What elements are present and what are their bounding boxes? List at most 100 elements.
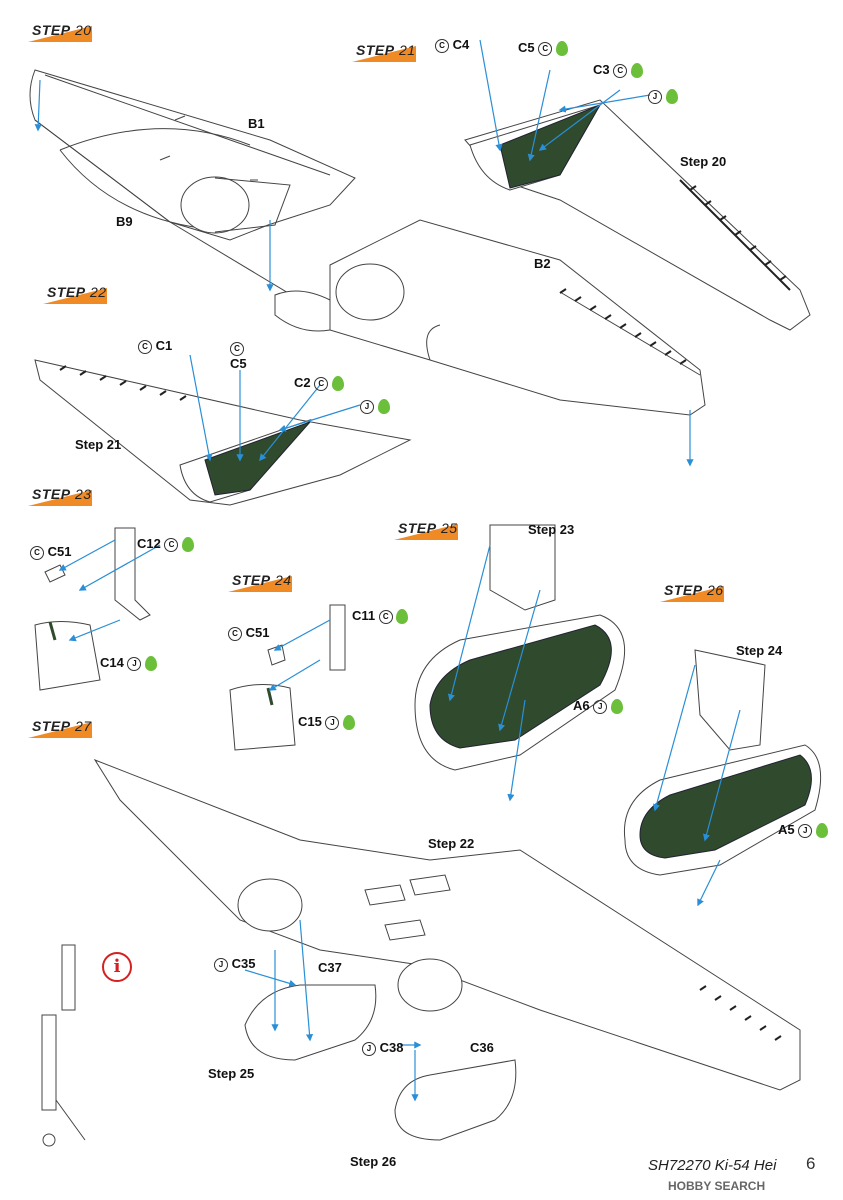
plastic-c-icon: C: [378, 609, 393, 624]
paint-j-icon: J: [127, 656, 142, 671]
paint-j-icon: J: [648, 89, 662, 104]
part-c51-step24: C C51: [228, 625, 269, 641]
ref-step-24: Step 24: [736, 643, 783, 658]
part-c11: C11 C: [352, 608, 409, 625]
ref-step-21: Step 21: [75, 437, 122, 452]
watermark: HOBBY SEARCH: [668, 1179, 766, 1193]
banner-text: STEP 24: [232, 572, 292, 588]
color-drop-icon: [343, 715, 356, 731]
part-a6-label: A6: [573, 698, 590, 713]
step20-wing: [29, 69, 356, 311]
color-drop-icon: [665, 89, 678, 105]
ref-step-23: Step 23: [528, 522, 575, 537]
step23-parts: [34, 527, 151, 691]
part-c36: C36: [470, 1040, 494, 1055]
landing-gear-detail: [41, 944, 86, 1147]
color-drop-icon: [610, 699, 623, 715]
part-a5: A5 J: [778, 822, 828, 839]
plastic-c-icon: C: [230, 341, 244, 356]
part-c5-step21: C5 C: [518, 40, 568, 57]
part-c1: C C1: [138, 338, 172, 354]
part-c35-label: C35: [231, 956, 256, 971]
part-c3: C3 C: [593, 62, 643, 79]
part-c51-label: C51: [47, 544, 72, 559]
color-drop-icon: [396, 609, 409, 625]
part-a5-label: A5: [778, 822, 795, 837]
part-c2-label: C2: [294, 375, 311, 390]
color-drop-icon: [331, 376, 344, 392]
step21-wing: [464, 99, 811, 331]
color-drop-icon: [377, 399, 390, 415]
part-c1-label: C1: [155, 338, 173, 353]
plastic-c-icon: C: [538, 41, 553, 56]
color-drop-icon: [182, 537, 195, 553]
step22-wing: [34, 359, 412, 506]
plastic-c-icon: C: [613, 63, 628, 78]
part-c38: J C38: [362, 1040, 403, 1056]
color-drop-icon: [145, 656, 158, 672]
banner-text: STEP 26: [664, 582, 724, 598]
part-j-step21: J: [648, 88, 678, 105]
step24-parts: [229, 604, 346, 751]
banner-text: STEP 27: [32, 718, 92, 734]
part-c4-label: C4: [452, 37, 470, 52]
part-c15: C15 J: [298, 714, 356, 731]
part-c51-step23: C C51: [30, 544, 71, 560]
page-number: 6: [806, 1154, 816, 1173]
paint-j-icon: J: [362, 1041, 376, 1056]
part-c5-label: C5: [230, 355, 247, 371]
part-c14-label: C14: [100, 655, 124, 670]
plastic-c-icon: C: [138, 339, 152, 354]
part-c14: C14 J: [100, 655, 158, 672]
part-b1: B1: [248, 116, 265, 131]
part-c37: C37: [318, 960, 342, 975]
part-c5-step22: C C5: [230, 340, 247, 371]
part-c35: J C35: [214, 956, 255, 972]
plastic-c-icon: C: [228, 626, 242, 641]
color-drop-icon: [815, 823, 828, 839]
ref-step-25: Step 25: [208, 1066, 255, 1081]
plastic-c-icon: C: [314, 376, 329, 391]
part-c2: C2 C: [294, 375, 344, 392]
banner-text: STEP 25: [398, 520, 458, 536]
paint-j-icon: J: [325, 715, 340, 730]
footer-title: SH72270 Ki-54 Hei: [648, 1157, 777, 1174]
part-c12-label: C12: [137, 536, 161, 551]
part-c15-label: C15: [298, 714, 322, 729]
paint-j-icon: J: [214, 957, 228, 972]
info-icon: i: [102, 952, 132, 982]
part-c3-label: C3: [593, 62, 610, 77]
paint-j-icon: J: [798, 823, 813, 838]
banner-text: STEP 22: [47, 284, 107, 300]
part-c4: C C4: [435, 37, 469, 53]
step26-nacelle: [623, 649, 822, 876]
banner-text: STEP 23: [32, 486, 92, 502]
part-c12: C12 C: [137, 536, 195, 553]
part-c5-label: C5: [518, 40, 535, 55]
step25-nacelle: [414, 524, 626, 771]
color-drop-icon: [630, 63, 643, 79]
part-c51-label: C51: [245, 625, 270, 640]
part-b9: B9: [116, 214, 133, 229]
part-c38-label: C38: [379, 1040, 404, 1055]
part-c11-label: C11: [352, 608, 376, 623]
plastic-c-icon: C: [164, 537, 179, 552]
plastic-c-icon: C: [435, 38, 449, 53]
part-j-step22: J: [360, 398, 390, 415]
paint-j-icon: J: [360, 399, 374, 414]
banner-text: STEP 20: [32, 22, 92, 38]
ref-step-22: Step 22: [428, 836, 475, 851]
leader-arrows: [34, 39, 741, 1102]
ref-step-26: Step 26: [350, 1154, 397, 1169]
part-b2: B2: [534, 256, 551, 271]
paint-j-icon: J: [593, 699, 608, 714]
banner-text: STEP 21: [356, 42, 416, 58]
plastic-c-icon: C: [30, 545, 44, 560]
part-a6: A6 J: [573, 698, 623, 715]
step27-wing: [93, 758, 801, 1141]
ref-step-20: Step 20: [680, 154, 727, 169]
step20-wing-right: [274, 219, 706, 416]
color-drop-icon: [555, 41, 568, 57]
